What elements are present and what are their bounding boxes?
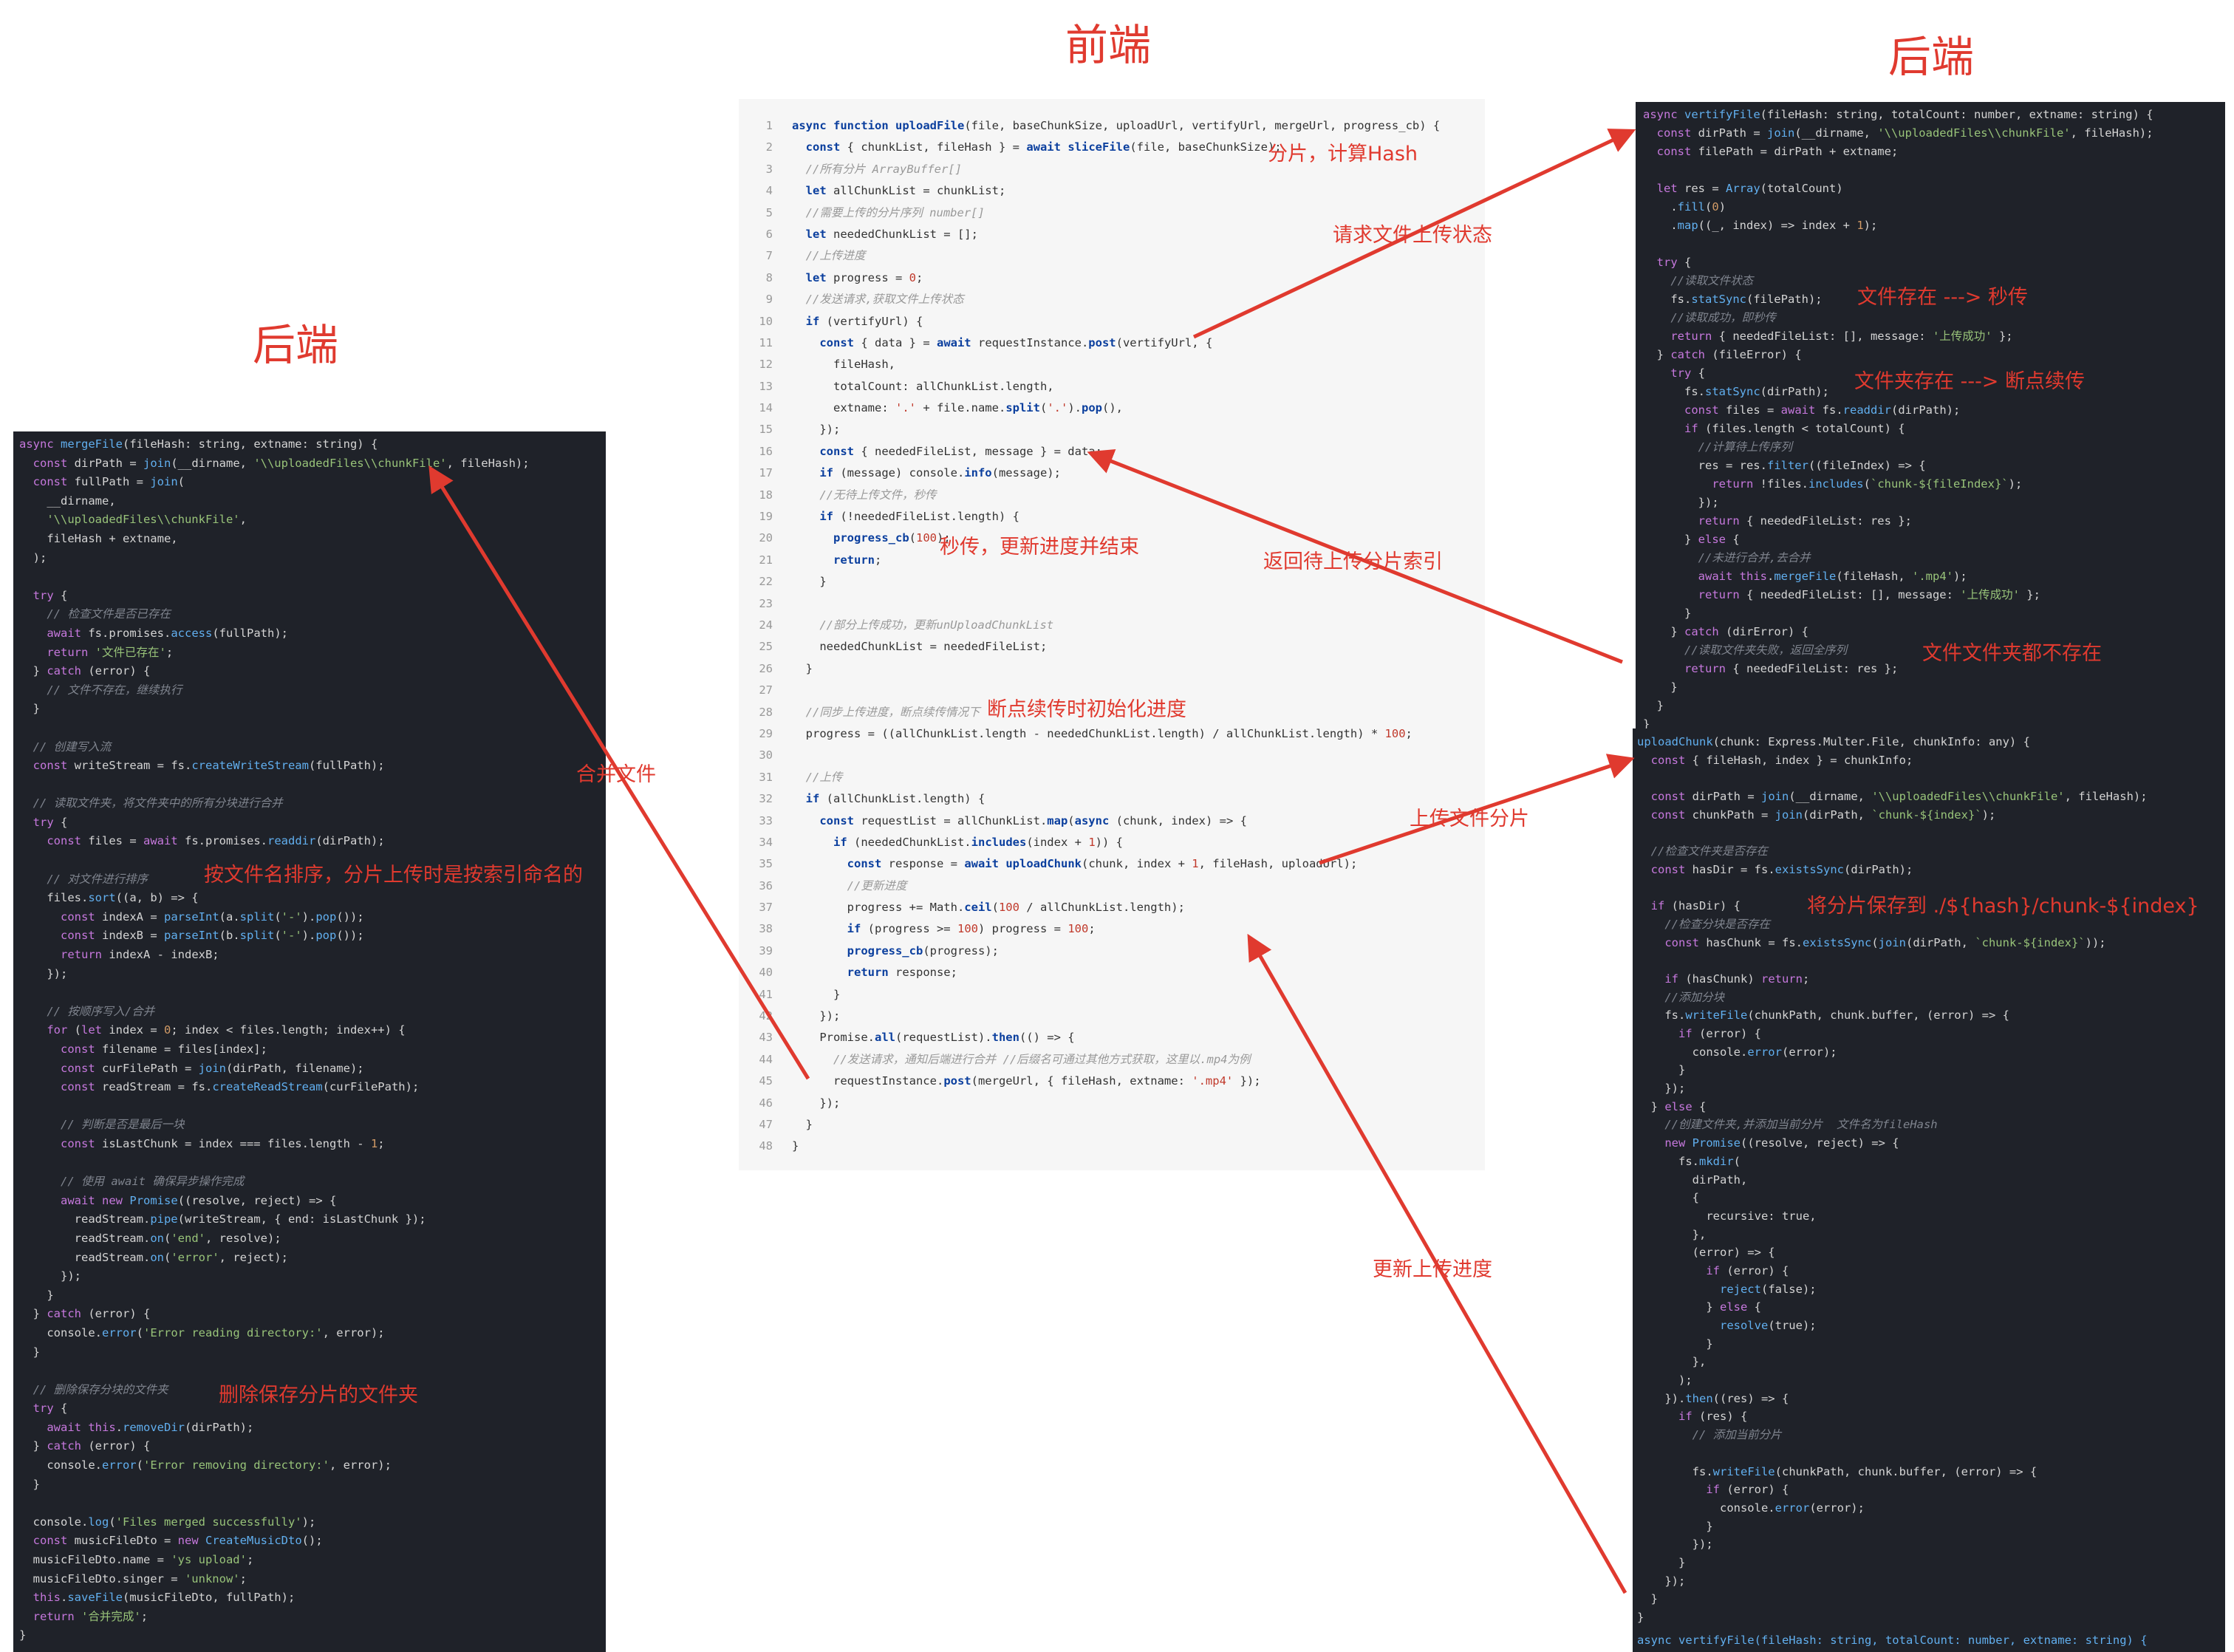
upload-chunk-code-panel: uploadChunk(chunk: Express.Multer.File, … [1633,728,2225,1652]
arrow-upload-chunk [1319,754,1635,865]
vertify-file-tail: async vertifyFile(fileHash: string, tota… [1637,1634,2148,1647]
merge-file-code: async mergeFile(fileHash: string, extnam… [19,437,530,1642]
annotation-delete-dir: 删除保存分片的文件夹 [219,1384,418,1407]
arrow-return-index [1087,448,1623,664]
annotation-save-chunk: 将分片保存到 ./${hash}/chunk-${index} [1807,895,2199,918]
vertify-file-code: async vertifyFile(fileHash: string, tota… [1643,108,2153,731]
annotation-slice-hash: 分片，计算Hash [1268,143,1418,165]
annotation-resume-progress: 断点续传时初始化进度 [987,698,1186,721]
backend-left-heading: 后端 [253,320,339,370]
annotation-sort-by-name: 按文件名排序，分片上传时是按索引命名的 [204,864,583,887]
arrow-request-status [1192,129,1636,339]
annotation-none-exist: 文件文件夹都不存在 [1922,642,2102,665]
annotation-instant-done: 秒传，更新进度并结束 [940,536,1139,559]
arrow-update-progress [1247,933,1627,1594]
vertify-file-code-panel: async vertifyFile(fileHash: string, tota… [1636,102,2225,731]
annotation-dir-exists: 文件夹存在 ---> 断点续传 [1854,370,2086,393]
upload-chunk-code: uploadChunk(chunk: Express.Multer.File, … [1637,735,2148,1624]
merge-file-code-panel: async mergeFile(fileHash: string, extnam… [13,431,606,1652]
backend-right-heading: 后端 [1888,32,1975,82]
frontend-heading: 前端 [1065,20,1152,70]
annotation-file-exists: 文件存在 ---> 秒传 [1857,286,2029,309]
annotation-update-progress: 更新上传进度 [1373,1258,1492,1281]
arrow-merge-file [428,465,810,1080]
